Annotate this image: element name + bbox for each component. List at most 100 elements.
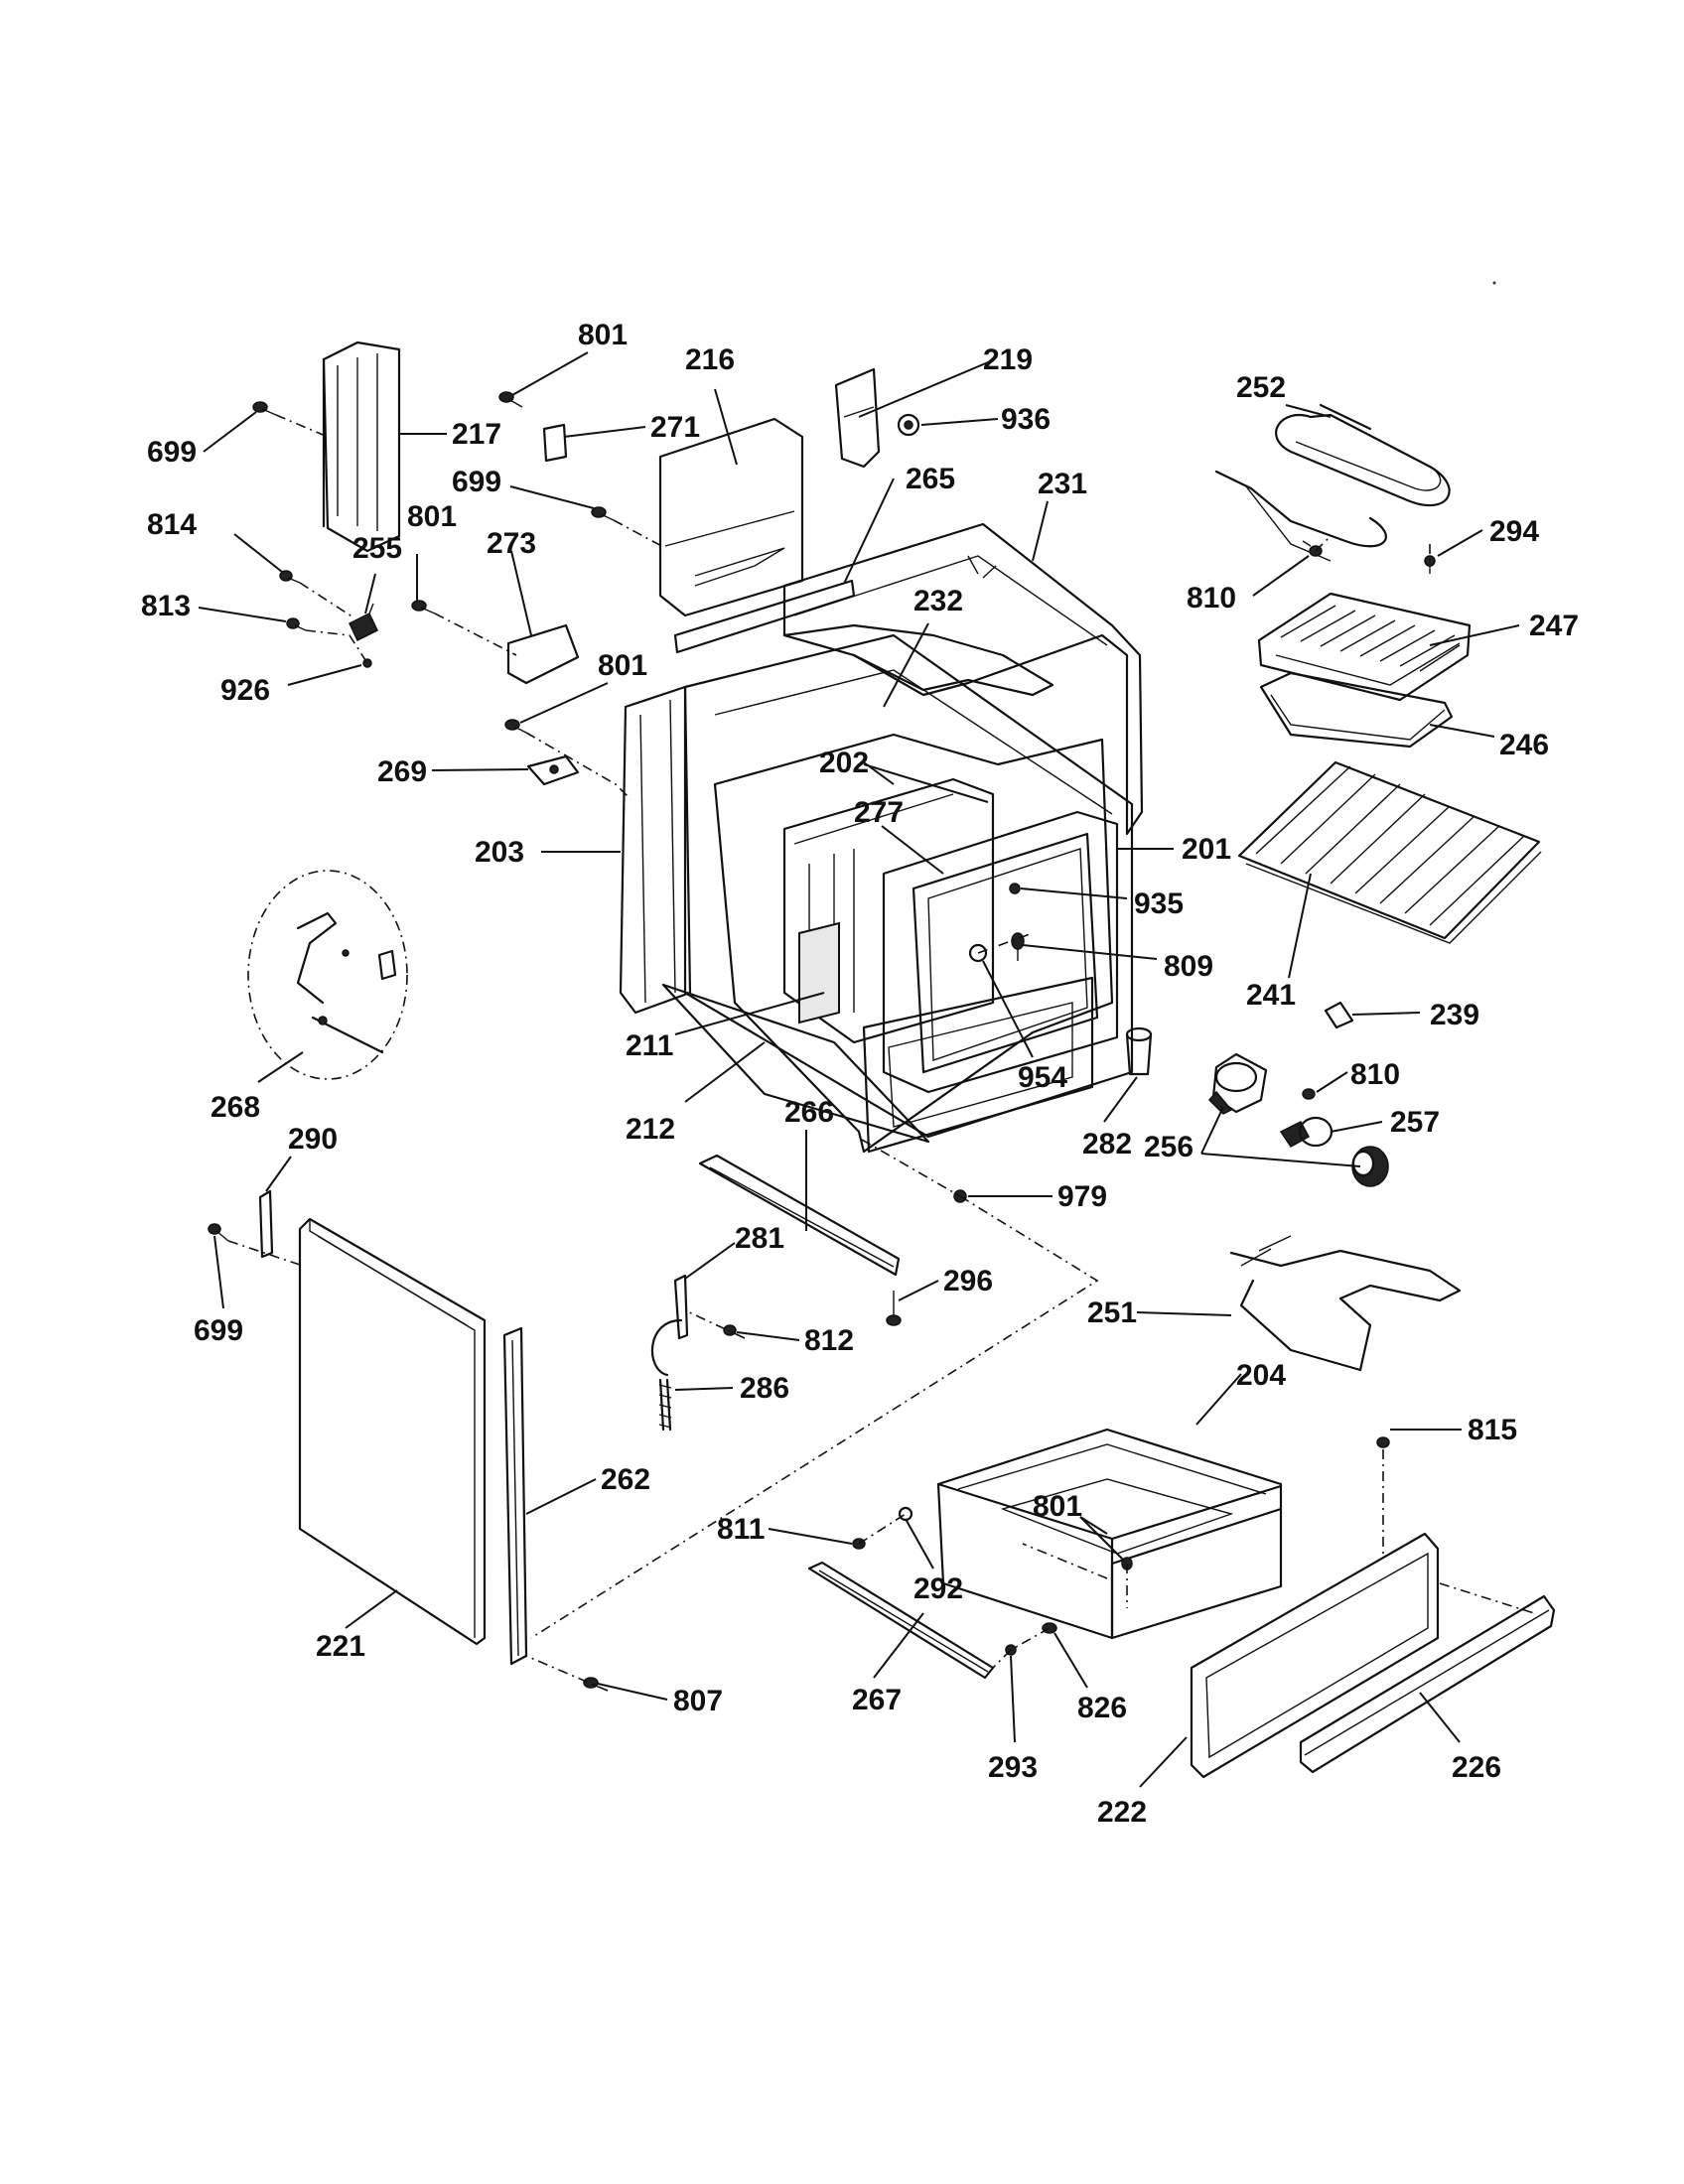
label-266: 266 (784, 1096, 834, 1129)
part-262-trim-strip (502, 1326, 528, 1666)
part-252-bake-element (1275, 403, 1451, 507)
label-268: 268 (210, 1091, 260, 1124)
part-273-bracket (506, 623, 580, 685)
part-246-broiler-pan (1259, 671, 1454, 749)
part-286-spring (658, 1378, 672, 1432)
label-296: 296 (943, 1265, 993, 1297)
label-252: 252 (1236, 371, 1286, 404)
part-267-rail (807, 1561, 995, 1680)
label-936: 936 (1001, 403, 1051, 436)
label-811: 811 (717, 1513, 765, 1546)
label-286: 286 (740, 1372, 789, 1405)
label-222: 222 (1097, 1796, 1147, 1829)
label-810: 810 (1350, 1058, 1400, 1091)
part-239-clip (1324, 1001, 1354, 1029)
label-239: 239 (1430, 999, 1479, 1031)
label-221: 221 (316, 1630, 365, 1663)
part-290-hinge (258, 1189, 274, 1259)
label-699: 699 (194, 1314, 243, 1347)
part-256-lamp-socket (1207, 1052, 1268, 1115)
label-203: 203 (475, 836, 524, 869)
label-216: 216 (685, 343, 735, 376)
part-281-hinge (650, 1274, 689, 1377)
screw-954 (968, 943, 988, 963)
part-241-oven-rack (1237, 760, 1542, 944)
label-807: 807 (673, 1685, 723, 1717)
part-217-vent-bracket (322, 341, 401, 553)
screw-296 (886, 1291, 902, 1326)
part-212-bottom-plate (661, 983, 930, 1144)
screw-801a (498, 391, 523, 408)
label-226: 226 (1452, 1751, 1501, 1784)
part-204-drawer (936, 1428, 1283, 1640)
part-268-detail-inset (247, 870, 408, 1080)
label-926: 926 (220, 674, 270, 707)
label-269: 269 (377, 755, 427, 788)
label-801: 801 (1033, 1490, 1082, 1523)
label-267: 267 (852, 1684, 902, 1716)
label-812: 812 (804, 1324, 854, 1357)
label-262: 262 (601, 1463, 650, 1496)
label-212: 212 (626, 1113, 675, 1146)
label-232: 232 (913, 585, 963, 617)
part-256-knob (1351, 1146, 1389, 1187)
label-814: 814 (147, 508, 197, 541)
label-826: 826 (1077, 1692, 1127, 1724)
label-202: 202 (819, 747, 869, 779)
label-241: 241 (1246, 979, 1296, 1012)
washer-926 (362, 658, 372, 668)
part-labels: 801 216 219 936 699 217 271 699 265 231 … (141, 319, 1579, 1829)
label-246: 246 (1499, 729, 1549, 761)
part-232-top-frame (782, 623, 1054, 697)
label-813: 813 (141, 590, 191, 622)
label-271: 271 (650, 411, 700, 444)
part-231-cabinet-wrapper (782, 522, 1144, 836)
label-801: 801 (578, 319, 628, 351)
label-281: 281 (735, 1222, 784, 1255)
screw-699c (208, 1223, 229, 1242)
leader-lines (198, 351, 1520, 1788)
screw-699a (252, 401, 277, 416)
label-810: 810 (1187, 582, 1236, 614)
part-222-drawer-front (1190, 1532, 1440, 1779)
label-292: 292 (913, 1572, 963, 1605)
assembly-lines (227, 414, 1535, 1692)
screw-294 (1424, 555, 1436, 574)
label-204: 204 (1236, 1359, 1286, 1392)
part-203-side-panel (619, 685, 692, 1015)
part-266-rail (698, 1154, 901, 1277)
label-277: 277 (854, 796, 904, 829)
screw-699b (591, 506, 615, 521)
screw-815 (1376, 1436, 1390, 1448)
part-broil-element (1214, 470, 1387, 562)
part-257-bulb (1279, 1116, 1333, 1148)
part-282-leveling-leg (1125, 1026, 1153, 1076)
screw-801b (411, 600, 436, 614)
label-255: 255 (352, 532, 402, 565)
screw-810b (1302, 1088, 1316, 1100)
part-202-door-frame (882, 810, 1119, 1094)
label-801: 801 (598, 649, 647, 682)
label-979: 979 (1057, 1180, 1107, 1213)
label-809: 809 (1164, 950, 1213, 983)
label-211: 211 (626, 1029, 673, 1062)
label-251: 251 (1087, 1297, 1137, 1329)
label-954: 954 (1018, 1061, 1067, 1094)
label-801: 801 (407, 500, 457, 533)
label-201: 201 (1182, 833, 1231, 866)
label-265: 265 (906, 463, 955, 495)
screw-814 (279, 570, 301, 584)
label-293: 293 (988, 1751, 1038, 1784)
screw-813 (286, 617, 307, 631)
label-699: 699 (147, 436, 197, 469)
speck (1492, 281, 1496, 285)
part-226-kick-panel (1299, 1594, 1556, 1774)
part-269-clip (526, 754, 580, 786)
label-699: 699 (452, 466, 501, 498)
label-231: 231 (1038, 468, 1087, 500)
part-251-element (1229, 1235, 1462, 1372)
part-936-nut (897, 413, 920, 437)
label-935: 935 (1134, 887, 1184, 920)
label-294: 294 (1489, 515, 1539, 548)
